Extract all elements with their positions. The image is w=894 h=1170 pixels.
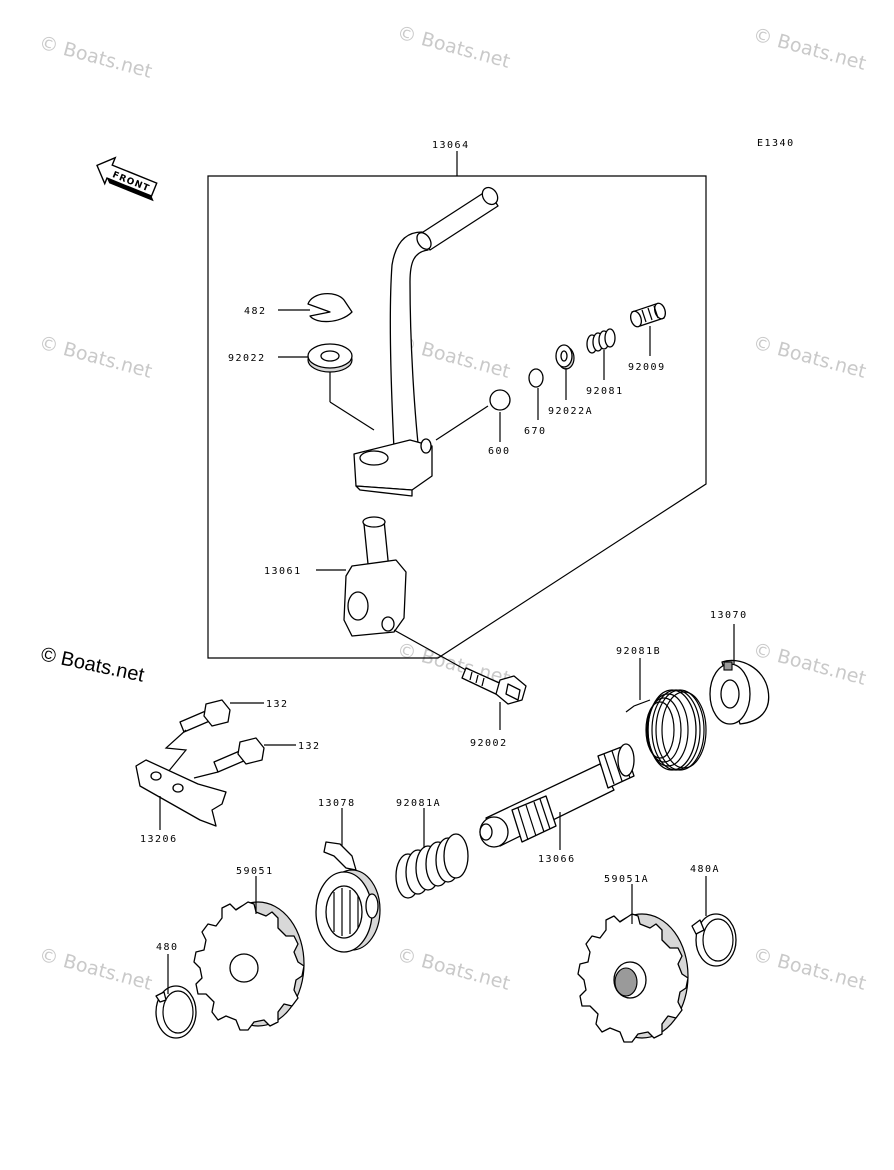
assembly-outline bbox=[207, 175, 707, 659]
boss-13061 bbox=[343, 516, 407, 637]
plate-13206 bbox=[135, 759, 227, 827]
callout-480a: 480A bbox=[690, 864, 720, 875]
spring-92081a bbox=[395, 833, 469, 899]
callout-132-lower: 132 bbox=[298, 741, 321, 752]
snap-ring-480a bbox=[691, 913, 737, 967]
circlip-482 bbox=[307, 293, 353, 323]
credit-text: © Boats.net bbox=[39, 643, 147, 686]
gear-59051a bbox=[577, 913, 689, 1043]
callout-132-upper: 132 bbox=[266, 699, 289, 710]
watermark: © Boats.net bbox=[395, 944, 513, 995]
oring-670 bbox=[528, 368, 544, 388]
ratchet-13078 bbox=[315, 841, 381, 953]
callout-92022: 92022 bbox=[228, 353, 266, 364]
callout-59051: 59051 bbox=[236, 866, 274, 877]
gear-59051 bbox=[193, 901, 305, 1031]
leader-line bbox=[193, 771, 219, 779]
callout-92002: 92002 bbox=[470, 738, 508, 749]
watermark: © Boats.net bbox=[395, 22, 513, 73]
watermark: © Boats.net bbox=[751, 944, 869, 995]
watermark: © Boats.net bbox=[751, 332, 869, 383]
callout-92022a: 92022A bbox=[548, 406, 593, 417]
watermark: © Boats.net bbox=[37, 32, 155, 83]
leader-line bbox=[393, 629, 467, 671]
callout-13064: 13064 bbox=[432, 140, 470, 151]
callout-59051a: 59051A bbox=[604, 874, 649, 885]
callout-92081b: 92081B bbox=[616, 646, 661, 657]
snap-ring-480 bbox=[155, 985, 197, 1039]
watermark: © Boats.net bbox=[37, 944, 155, 995]
plug-92009 bbox=[629, 302, 667, 328]
watermark: © Boats.net bbox=[751, 639, 869, 690]
leader-line bbox=[164, 729, 188, 773]
callout-480: 480 bbox=[156, 942, 179, 953]
callout-482: 482 bbox=[244, 306, 267, 317]
callout-670: 670 bbox=[524, 426, 547, 437]
callout-13066: 13066 bbox=[538, 854, 576, 865]
callout-13070: 13070 bbox=[710, 610, 748, 621]
callout-13078: 13078 bbox=[318, 798, 356, 809]
shaft-13066 bbox=[479, 743, 635, 848]
spring-92081b bbox=[625, 689, 707, 771]
leader-line bbox=[329, 401, 375, 431]
washer-92022a bbox=[555, 344, 575, 370]
callout-13206: 13206 bbox=[140, 834, 178, 845]
leader-line bbox=[435, 405, 489, 441]
bolt-132-lower bbox=[213, 737, 265, 773]
ball-600 bbox=[489, 389, 511, 411]
front-arrow-icon: FRONT bbox=[96, 156, 158, 202]
callout-92009: 92009 bbox=[628, 362, 666, 373]
callout-600: 600 bbox=[488, 446, 511, 457]
callout-92081: 92081 bbox=[586, 386, 624, 397]
callout-13061: 13061 bbox=[264, 566, 302, 577]
callout-92081a: 92081A bbox=[396, 798, 441, 809]
spring-92081 bbox=[586, 328, 616, 354]
collar-13070 bbox=[709, 659, 770, 725]
watermark: © Boats.net bbox=[751, 24, 869, 75]
washer-92022 bbox=[307, 343, 353, 373]
kick-lever bbox=[353, 186, 499, 497]
bolt-92002 bbox=[461, 667, 527, 705]
bolt-132-upper bbox=[179, 699, 231, 733]
diagram-code: E1340 bbox=[757, 138, 795, 149]
watermark: © Boats.net bbox=[37, 332, 155, 383]
